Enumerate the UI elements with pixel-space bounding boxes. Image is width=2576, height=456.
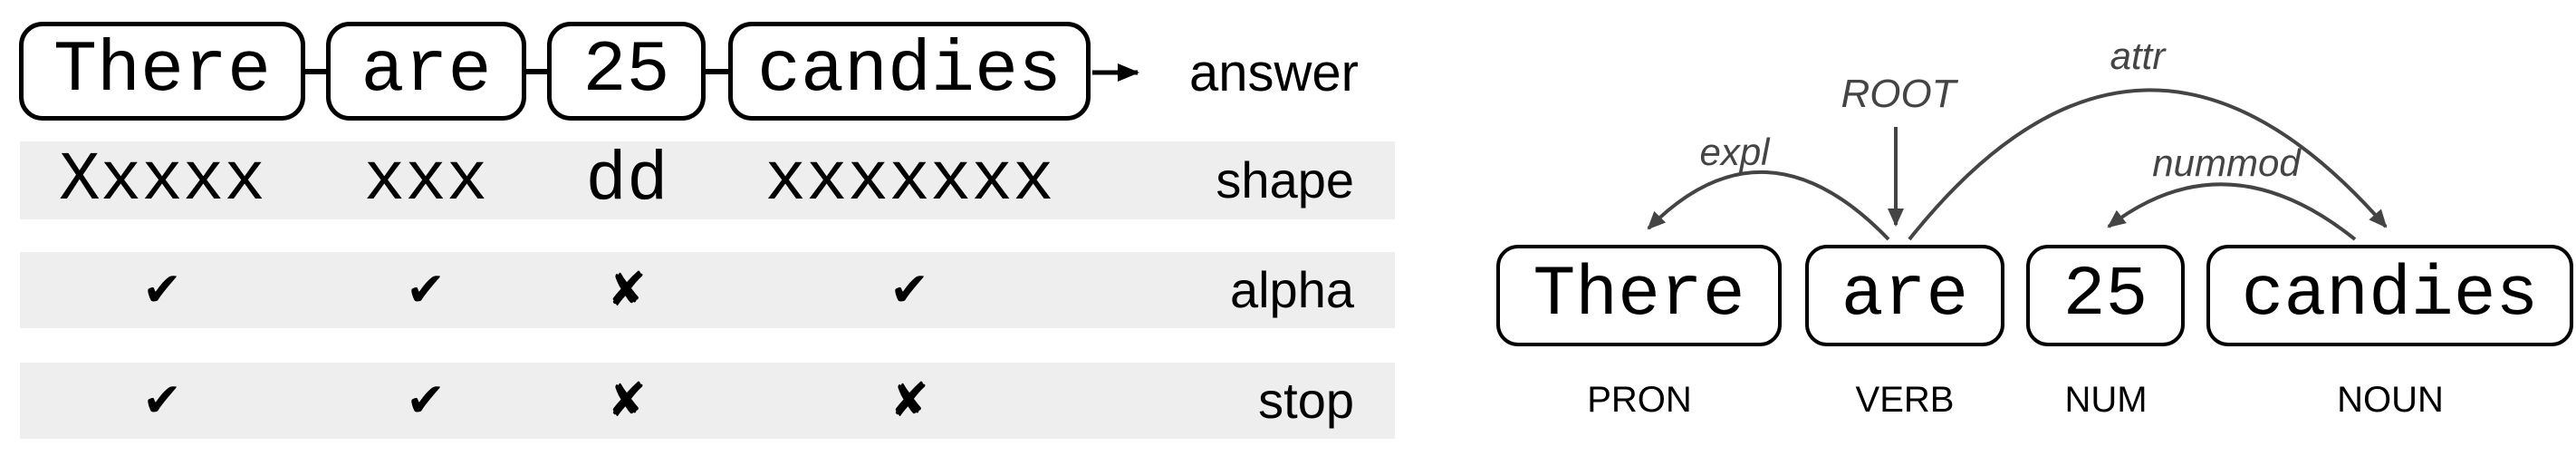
nummod-arc-label: nummod (2152, 141, 2301, 184)
alpha-row: ✔ ✔ ✘ ✔ alpha (20, 252, 1395, 328)
parse-token-box-there: There (1496, 245, 1782, 346)
token-text: are (1841, 256, 1969, 335)
stop-row-label: stop (1258, 372, 1354, 429)
token-text: are (360, 29, 492, 112)
pos-tag-pron: PRON (1587, 380, 1692, 420)
token-text: 25 (582, 29, 670, 112)
pos-tag-verb: VERB (1855, 380, 1955, 420)
alpha-cross-25: ✘ (607, 263, 647, 317)
shape-value-25: dd (585, 141, 668, 219)
stop-cross-25: ✘ (607, 374, 647, 428)
stop-check-are: ✔ (406, 374, 446, 428)
token-text: 25 (2062, 256, 2148, 335)
alpha-check-there: ✔ (142, 263, 182, 317)
expl-arc (1647, 170, 1890, 241)
pos-tag-noun: NOUN (2337, 380, 2444, 420)
alpha-check-are: ✔ (406, 263, 446, 317)
parse-token-box-are: are (1805, 245, 2004, 346)
shape-row: Xxxxx xxx dd xxxxxxx shape (20, 141, 1395, 219)
token-text: candies (2241, 256, 2539, 335)
parse-token-box-25: 25 (2026, 245, 2185, 346)
attr-arc-label: attr (2110, 34, 2166, 77)
token-box-candies: candies (728, 22, 1091, 121)
expl-arc-label: expl (1699, 131, 1770, 173)
token-box-are: are (326, 22, 526, 121)
answer-label: answer (1189, 44, 1359, 102)
shape-row-label: shape (1216, 151, 1354, 209)
pos-tag-num: NUM (2064, 380, 2148, 420)
token-box-there: There (19, 22, 305, 121)
nummod-arc (2107, 182, 2357, 241)
stop-row: ✔ ✔ ✘ ✘ stop (20, 363, 1395, 439)
shape-value-there: Xxxxx (58, 141, 266, 219)
token-text: There (53, 29, 272, 112)
token-text: candies (756, 29, 1062, 112)
attr-arc (1908, 88, 2388, 241)
token-box-25: 25 (547, 22, 706, 121)
stop-cross-candies: ✘ (889, 374, 929, 428)
shape-value-are: xxx (363, 141, 488, 219)
shape-value-candies: xxxxxxx (764, 141, 1054, 219)
root-arc-label: ROOT (1841, 72, 1956, 116)
alpha-row-label: alpha (1229, 261, 1354, 318)
alpha-check-candies: ✔ (889, 263, 929, 317)
token-text: There (1533, 256, 1745, 335)
parse-token-box-candies: candies (2206, 245, 2573, 346)
stop-check-there: ✔ (142, 374, 182, 428)
